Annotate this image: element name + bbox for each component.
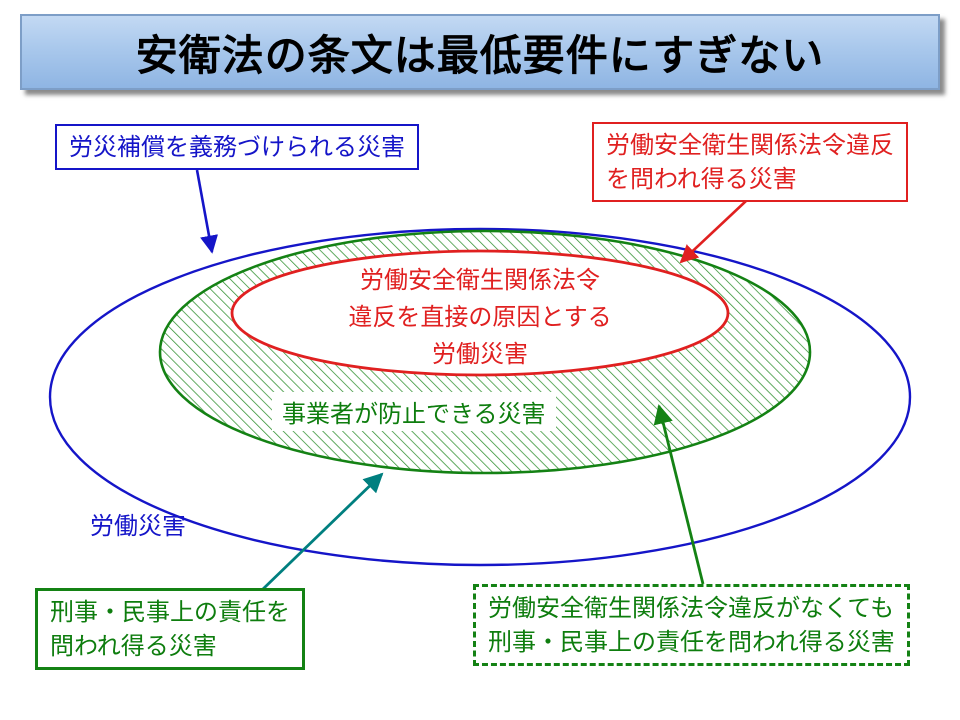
callout-liability-without-violation: 労働安全衛生関係法令違反がなくても 刑事・民事上の責任を問われ得る災害 [473,584,910,666]
red-ellipse-line: 労働安全衛生関係法令 [360,266,600,294]
arrow-bottom-left-to-green-ellipse [262,472,384,591]
page-title: 安衛法の条文は最低要件にすぎない [135,30,825,80]
callout-line: 労働安全衛生関係法令違反がなくても [488,594,895,622]
callout-compensation-obligated: 労災補償を義務づけられる災害 [55,124,419,170]
callout-law-violation-liable: 労働安全衛生関係法令違反 を問われ得る災害 [592,122,908,202]
callout-line: を問われ得る災害 [606,165,797,193]
red-ellipse-label: 労働安全衛生関係法令 違反を直接の原因とする 労働災害 [280,262,680,373]
arrow-top-right-to-red-ellipse [679,200,747,264]
callout-line: 刑事・民事上の責任を [50,598,290,626]
red-ellipse-line: 労働災害 [432,340,528,368]
arrow-bottom-right-to-green-region [653,404,705,585]
arrow-top-left-to-outer-ellipse [195,169,219,254]
inner-ellipse-red [230,249,730,377]
callout-criminal-civil-liability: 刑事・民事上の責任を 問われ得る災害 [35,588,305,670]
employer-preventable-label: 事業者が防止できる災害 [272,392,556,431]
callout-line: 労働安全衛生関係法令違反 [606,131,894,159]
occupational-accident-label: 労働災害 [90,512,186,540]
callout-line: 問われ得る災害 [50,632,217,660]
callout-line: 労災補償を義務づけられる災害 [69,133,405,161]
red-ellipse-line: 違反を直接の原因とする [348,303,612,331]
callout-line: 刑事・民事上の責任を問われ得る災害 [488,628,895,656]
title-banner: 安衛法の条文は最低要件にすぎない [20,14,940,90]
